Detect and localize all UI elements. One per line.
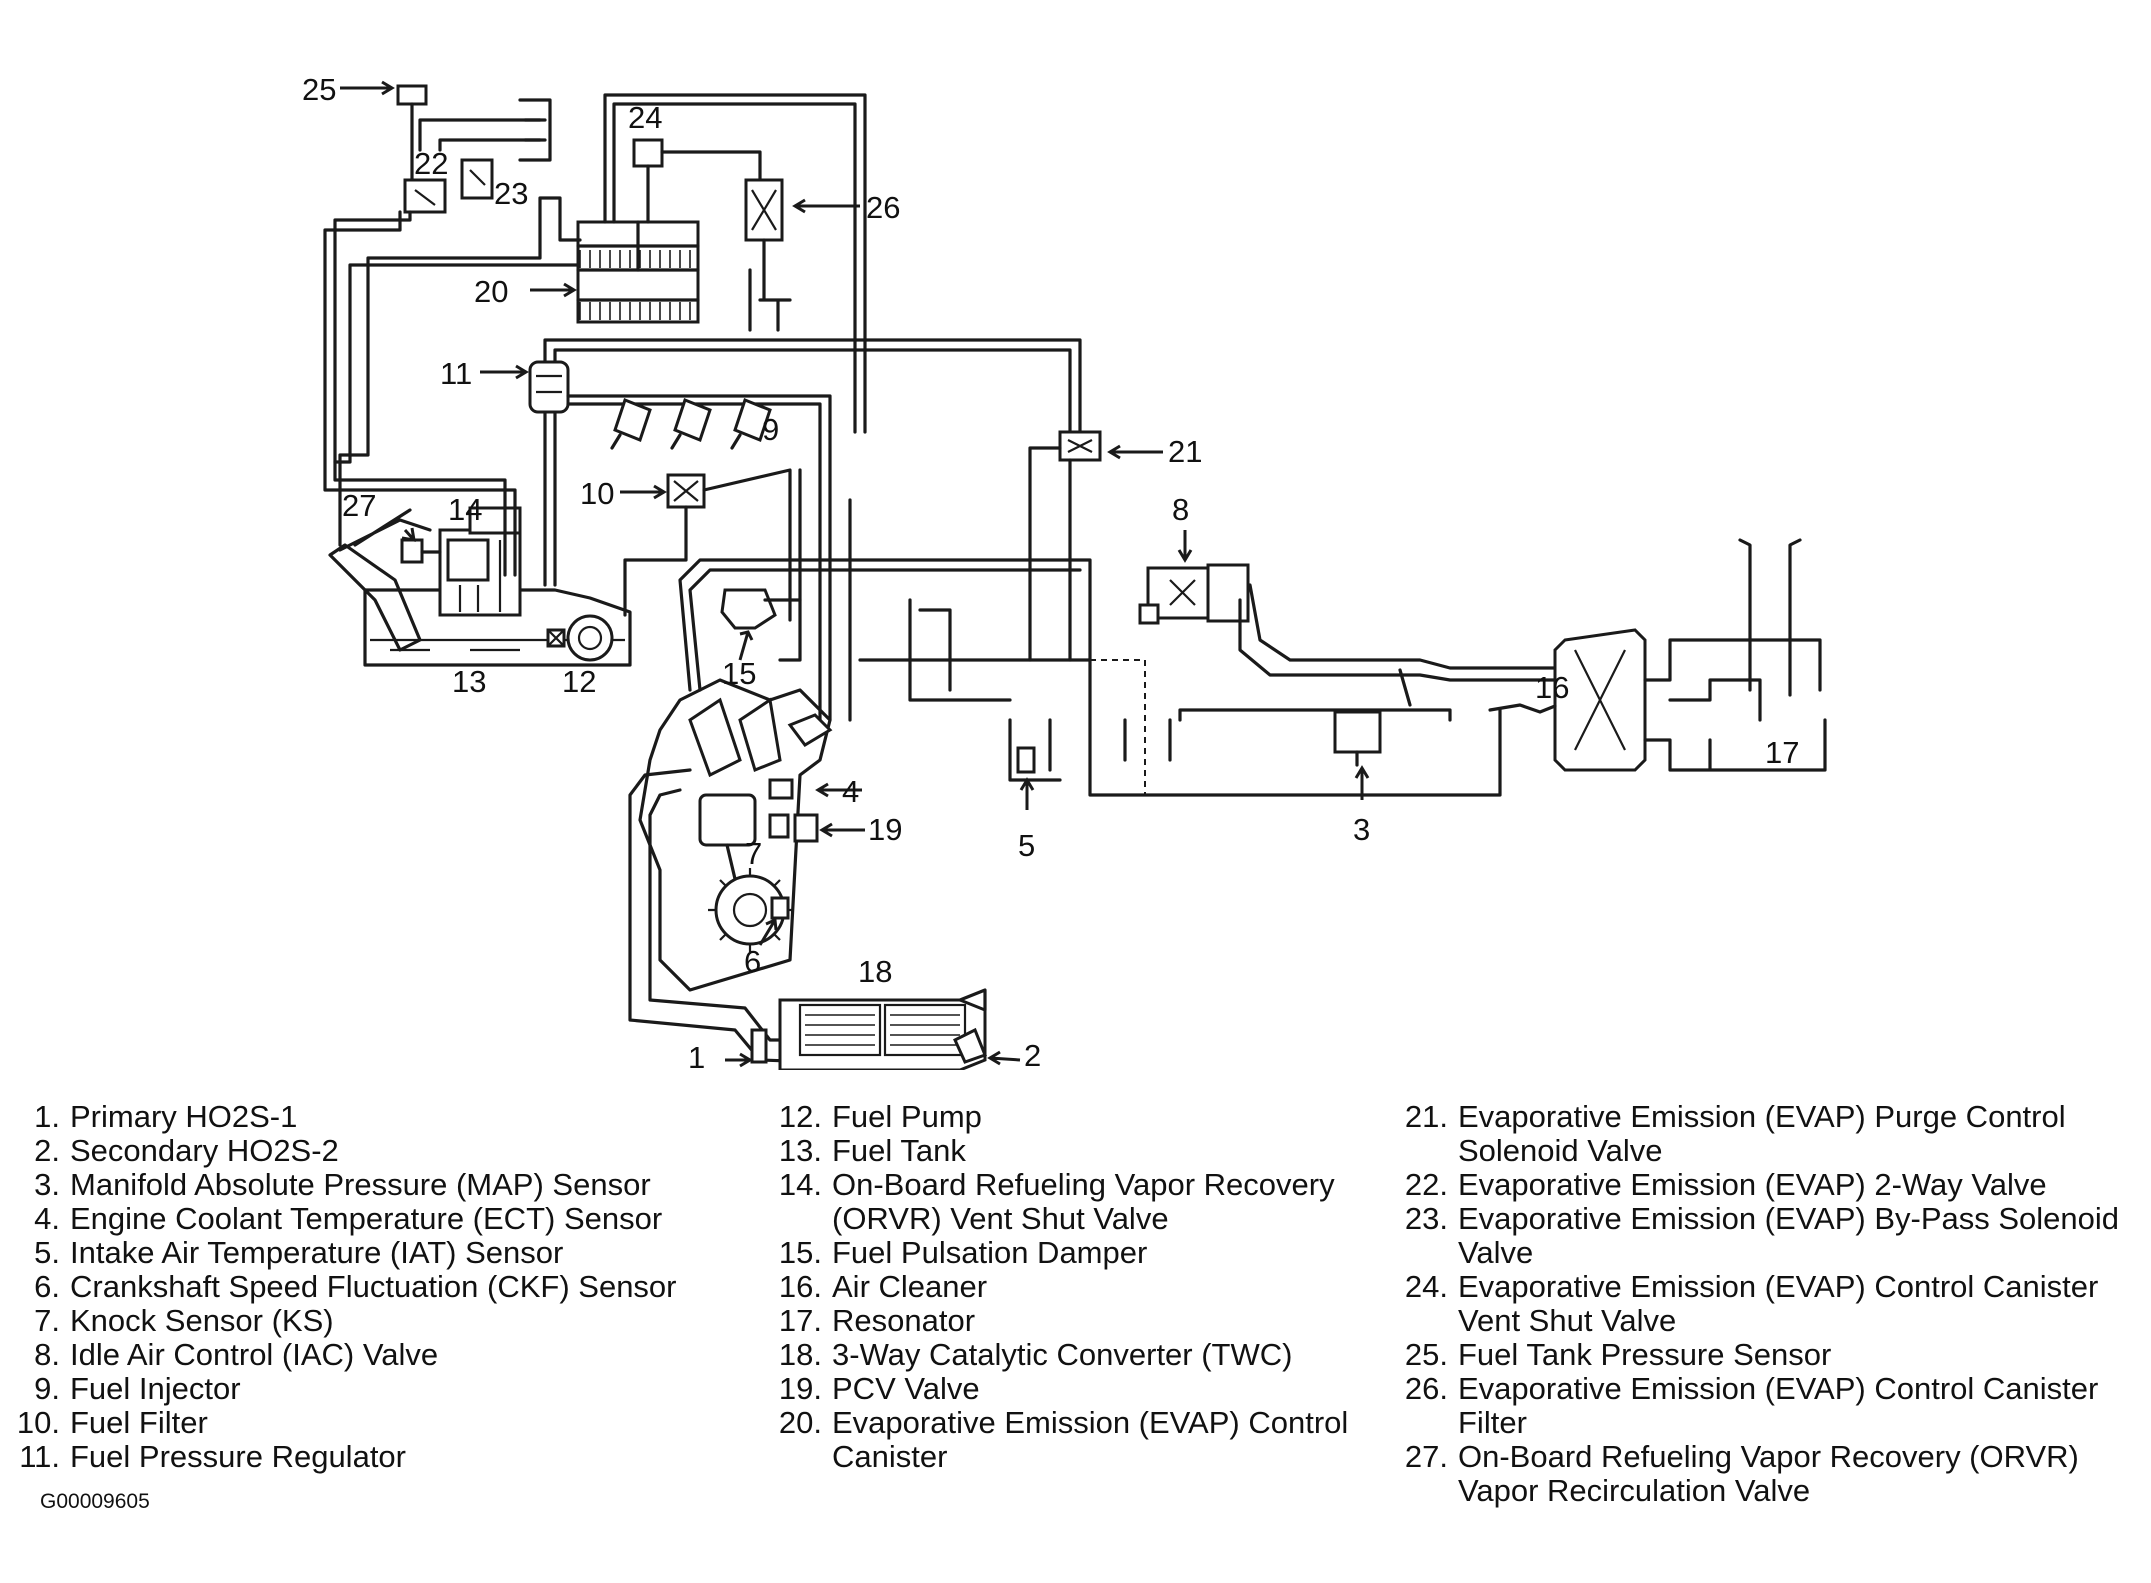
legend-item: 22.Evaporative Emission (EVAP) 2-Way Val… bbox=[1404, 1167, 2047, 1202]
callout-27: 27 bbox=[342, 488, 376, 523]
legend-item: 26.Evaporative Emission (EVAP) Control C… bbox=[1404, 1371, 2099, 1440]
legend-item: 11.Fuel Pressure Regulator bbox=[19, 1439, 406, 1474]
callout-4: 4 bbox=[842, 774, 859, 809]
catalytic-converter bbox=[750, 988, 987, 1070]
legend-item: 23.Evaporative Emission (EVAP) By-Pass S… bbox=[1404, 1201, 2120, 1270]
fuel-injectors bbox=[610, 398, 772, 450]
callout-14: 14 bbox=[448, 492, 482, 527]
callout-numbers: 25 22 23 24 26 20 11 9 21 10 27 14 8 15 … bbox=[302, 72, 1799, 1070]
callout-arrows bbox=[340, 80, 1370, 1068]
purge-solenoid bbox=[1028, 430, 1102, 662]
callout-9: 9 bbox=[762, 412, 779, 447]
callout-26: 26 bbox=[866, 190, 900, 225]
legend-item: 2.Secondary HO2S-2 bbox=[34, 1133, 339, 1168]
fuel-filter bbox=[623, 468, 802, 662]
engine bbox=[628, 678, 833, 1064]
callout-23: 23 bbox=[494, 176, 528, 211]
legend-item: 6.Crankshaft Speed Fluctuation (CKF) Sen… bbox=[34, 1269, 677, 1304]
callout-5: 5 bbox=[1018, 828, 1035, 863]
callout-16: 16 bbox=[1535, 670, 1569, 705]
legend-item: 27.On-Board Refueling Vapor Recovery (OR… bbox=[1404, 1439, 2079, 1508]
legend-item: 3.Manifold Absolute Pressure (MAP) Senso… bbox=[34, 1167, 651, 1202]
callout-2: 2 bbox=[1024, 1038, 1041, 1070]
fuel-tank bbox=[328, 508, 632, 667]
vent-shut-valve-and-filter bbox=[632, 138, 792, 332]
callout-18: 18 bbox=[858, 954, 892, 989]
legend-item: 18.3-Way Catalytic Converter (TWC) bbox=[778, 1337, 1293, 1372]
orvr-valves bbox=[400, 506, 522, 617]
legend-item: 7.Knock Sensor (KS) bbox=[34, 1303, 334, 1338]
callout-1: 1 bbox=[688, 1040, 705, 1070]
callout-3: 3 bbox=[1353, 812, 1370, 847]
vapor-lines bbox=[323, 93, 1082, 587]
legend-item: 15.Fuel Pulsation Damper bbox=[778, 1235, 1148, 1270]
legend-column-2: 12.Fuel Pump 13.Fuel Tank 14.On-Board Re… bbox=[770, 1100, 1410, 1474]
legend-item: 4.Engine Coolant Temperature (ECT) Senso… bbox=[34, 1201, 663, 1236]
intake-system bbox=[678, 558, 1502, 797]
legend-column-1: 1.Primary HO2S-1 2.Secondary HO2S-2 3.Ma… bbox=[8, 1100, 768, 1474]
legend-item: 16.Air Cleaner bbox=[778, 1269, 988, 1304]
legend-item: 17.Resonator bbox=[778, 1303, 976, 1338]
legend-item: 10.Fuel Filter bbox=[16, 1405, 208, 1440]
legend-item: 25.Fuel Tank Pressure Sensor bbox=[1404, 1337, 1832, 1372]
callout-8: 8 bbox=[1172, 492, 1189, 527]
fuel-rail bbox=[528, 360, 852, 722]
callout-10: 10 bbox=[580, 476, 614, 511]
tank-sensor-valves bbox=[396, 84, 552, 214]
callout-20: 20 bbox=[474, 274, 508, 309]
legend-item: 13.Fuel Tank bbox=[778, 1133, 966, 1168]
legend-item: 12.Fuel Pump bbox=[778, 1099, 982, 1134]
legend-item: 21.Evaporative Emission (EVAP) Purge Con… bbox=[1404, 1099, 2066, 1168]
callout-12: 12 bbox=[562, 664, 596, 699]
iac-valve bbox=[1138, 563, 1562, 682]
legend-item: 14.On-Board Refueling Vapor Recovery (OR… bbox=[778, 1167, 1335, 1236]
legend-item: 1.Primary HO2S-1 bbox=[34, 1099, 298, 1134]
figure-code: G00009605 bbox=[40, 1490, 150, 1513]
emission-system-diagram: 25 22 23 24 26 20 11 9 21 10 27 14 8 15 … bbox=[302, 72, 1827, 1070]
callout-13: 13 bbox=[452, 664, 486, 699]
callout-15: 15 bbox=[722, 656, 756, 691]
fuel-pump bbox=[566, 614, 614, 662]
air-cleaner-resonator bbox=[1488, 538, 1827, 772]
callout-17: 17 bbox=[1765, 735, 1799, 770]
legend-item: 8.Idle Air Control (IAC) Valve bbox=[34, 1337, 439, 1372]
legend-item: 20.Evaporative Emission (EVAP) Control C… bbox=[778, 1405, 1349, 1474]
fuel-pulsation-damper bbox=[720, 588, 802, 630]
callout-24: 24 bbox=[628, 100, 662, 135]
callout-19: 19 bbox=[868, 812, 902, 847]
callout-21: 21 bbox=[1168, 434, 1202, 469]
callout-7: 7 bbox=[745, 836, 762, 871]
legend-column-3: 21.Evaporative Emission (EVAP) Purge Con… bbox=[1396, 1100, 2148, 1508]
callout-22: 22 bbox=[414, 146, 448, 181]
callout-6: 6 bbox=[744, 944, 761, 979]
legend-item: 24.Evaporative Emission (EVAP) Control C… bbox=[1404, 1269, 2099, 1338]
evap-canister bbox=[576, 220, 700, 324]
callout-25: 25 bbox=[302, 72, 336, 107]
legend-item: 9.Fuel Injector bbox=[34, 1371, 241, 1406]
legend-item: 19.PCV Valve bbox=[778, 1371, 980, 1406]
legend-item: 5.Intake Air Temperature (IAT) Sensor bbox=[34, 1235, 564, 1270]
callout-11: 11 bbox=[440, 356, 472, 391]
